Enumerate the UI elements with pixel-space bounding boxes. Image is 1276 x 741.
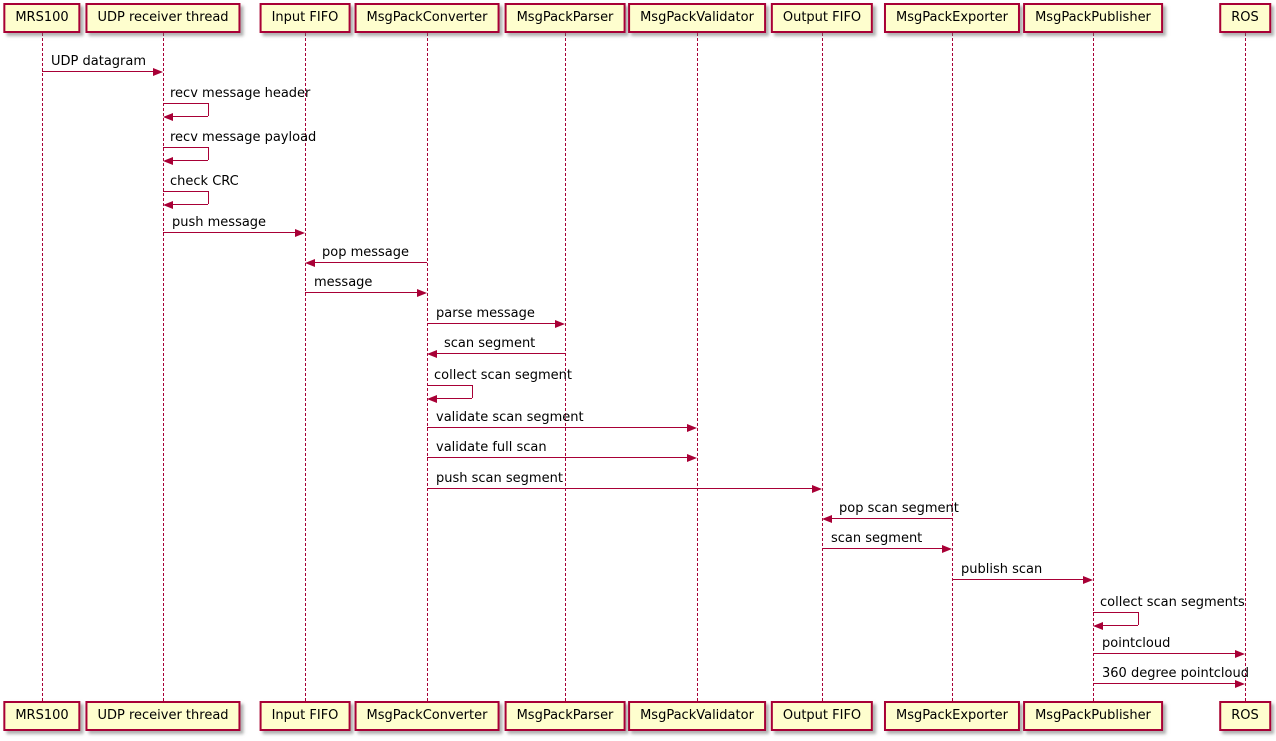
self-message-line (163, 103, 208, 104)
message-arrowhead (1235, 650, 1245, 658)
self-message-line (208, 147, 209, 160)
self-message-line (172, 204, 208, 205)
lifeline-ros (1245, 33, 1246, 701)
message-arrow-line (163, 232, 296, 233)
message-label: recv message header (170, 86, 311, 101)
participant-top-output-fifo: Output FIFO (770, 3, 874, 33)
message-arrow-line (831, 518, 952, 519)
participant-bottom-msgpackpublisher: MsgPackPublisher (1023, 701, 1163, 731)
participant-top-udp-receiver-thread: UDP receiver thread (85, 3, 241, 33)
lifeline-udp-receiver-thread (163, 33, 164, 701)
participant-top-ros: ROS (1219, 3, 1271, 33)
message-label: message (314, 275, 373, 290)
participant-top-msgpackpublisher: MsgPackPublisher (1023, 3, 1163, 33)
message-arrow-line (952, 579, 1084, 580)
message-arrow-line (42, 71, 154, 72)
self-message-line (172, 160, 208, 161)
message-label: 360 degree pointcloud (1102, 666, 1249, 681)
message-label: UDP datagram (51, 54, 147, 69)
message-arrowhead (163, 113, 173, 121)
message-arrow-line (822, 548, 943, 549)
message-label: push message (172, 215, 267, 230)
message-label: recv message payload (170, 130, 317, 145)
message-arrowhead (687, 424, 697, 432)
lifeline-input-fifo (305, 33, 306, 701)
message-arrow-line (1093, 683, 1236, 684)
participant-bottom-msgpackvalidator: MsgPackValidator (628, 701, 766, 731)
participant-top-mrs100: MRS100 (3, 3, 81, 33)
participant-bottom-input-fifo: Input FIFO (259, 701, 351, 731)
message-arrowhead (163, 157, 173, 165)
message-label: parse message (436, 306, 535, 321)
self-message-line (208, 103, 209, 116)
message-label: scan segment (444, 336, 536, 351)
message-arrowhead (417, 289, 427, 297)
participant-top-msgpackparser: MsgPackParser (504, 3, 626, 33)
message-label: check CRC (170, 174, 239, 189)
lifeline-msgpackvalidator (697, 33, 698, 701)
lifeline-mrs100 (42, 33, 43, 701)
message-arrowhead (822, 515, 832, 523)
message-arrow-line (1093, 653, 1236, 654)
self-message-line (472, 385, 473, 398)
lifeline-msgpackconverter (427, 33, 428, 701)
message-label: publish scan (961, 562, 1043, 577)
message-arrowhead (427, 395, 437, 403)
message-label: pop message (322, 245, 410, 260)
self-message-line (1093, 612, 1138, 613)
message-arrowhead (812, 485, 822, 493)
self-message-line (172, 116, 208, 117)
lifeline-msgpackexporter (952, 33, 953, 701)
participant-top-msgpackconverter: MsgPackConverter (354, 3, 500, 33)
message-arrowhead (305, 259, 315, 267)
message-arrow-line (427, 323, 556, 324)
lifeline-output-fifo (822, 33, 823, 701)
message-arrow-line (305, 292, 418, 293)
message-arrowhead (1235, 680, 1245, 688)
message-label: collect scan segment (434, 368, 572, 383)
message-arrow-line (436, 353, 565, 354)
participant-bottom-mrs100: MRS100 (3, 701, 81, 731)
self-message-line (436, 398, 472, 399)
lifeline-msgpackpublisher (1093, 33, 1094, 701)
message-arrowhead (1083, 576, 1093, 584)
participant-bottom-udp-receiver-thread: UDP receiver thread (85, 701, 241, 731)
message-arrow-line (427, 427, 688, 428)
message-arrowhead (555, 320, 565, 328)
message-arrowhead (295, 229, 305, 237)
self-message-line (1138, 612, 1139, 625)
participant-bottom-ros: ROS (1219, 701, 1271, 731)
self-message-line (163, 147, 208, 148)
message-arrowhead (427, 350, 437, 358)
lifeline-msgpackparser (565, 33, 566, 701)
participant-top-msgpackvalidator: MsgPackValidator (628, 3, 766, 33)
message-label: pointcloud (1102, 636, 1171, 651)
message-label: pop scan segment (839, 501, 959, 516)
participant-bottom-msgpackconverter: MsgPackConverter (354, 701, 500, 731)
message-arrow-line (314, 262, 427, 263)
message-label: validate full scan (436, 440, 547, 455)
participant-top-msgpackexporter: MsgPackExporter (883, 3, 1021, 33)
message-arrowhead (942, 545, 952, 553)
message-arrow-line (427, 457, 688, 458)
participant-bottom-msgpackparser: MsgPackParser (504, 701, 626, 731)
participant-bottom-msgpackexporter: MsgPackExporter (883, 701, 1021, 731)
self-message-line (208, 191, 209, 204)
self-message-line (163, 191, 208, 192)
message-label: collect scan segments (1100, 595, 1245, 610)
message-label: scan segment (831, 531, 923, 546)
participant-top-input-fifo: Input FIFO (259, 3, 351, 33)
message-arrowhead (163, 201, 173, 209)
message-label: validate scan segment (436, 410, 584, 425)
message-arrowhead (1093, 622, 1103, 630)
self-message-line (1102, 625, 1138, 626)
message-arrowhead (153, 68, 163, 76)
participant-bottom-output-fifo: Output FIFO (770, 701, 874, 731)
self-message-line (427, 385, 472, 386)
message-arrowhead (687, 454, 697, 462)
message-label: push scan segment (436, 471, 563, 486)
message-arrow-line (427, 488, 813, 489)
